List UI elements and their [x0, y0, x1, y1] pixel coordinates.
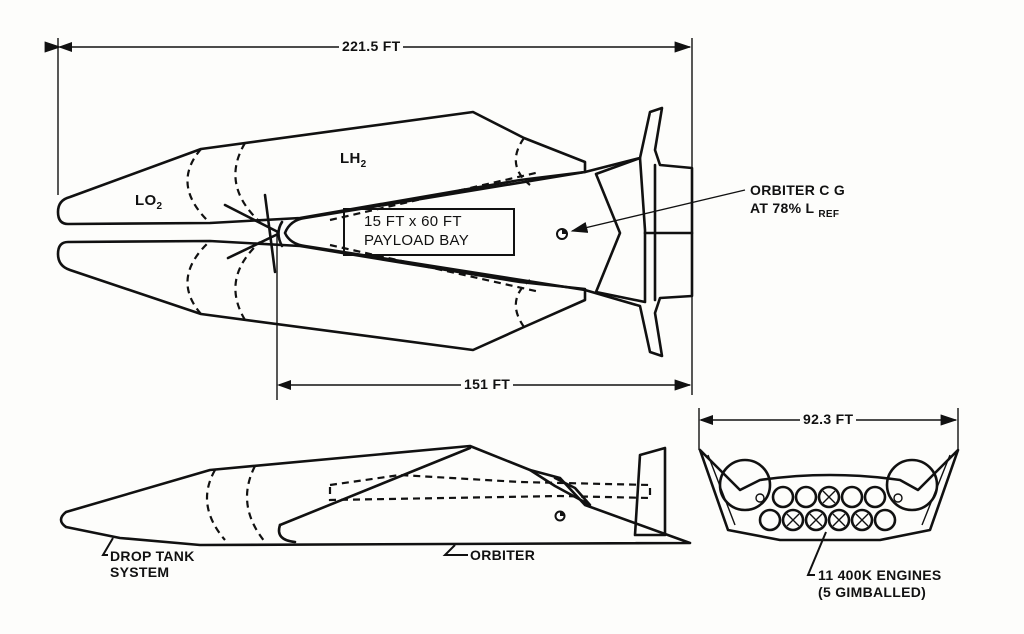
payload-line2: PAYLOAD BAY — [364, 232, 470, 249]
rear-view — [698, 408, 960, 576]
lh2-label: LH2 — [340, 150, 366, 170]
lo2-text: LO — [135, 192, 157, 209]
engines-line1: 11 400K ENGINES — [818, 567, 942, 583]
orbiter-label: ORBITER — [470, 547, 536, 563]
orbiter-top — [283, 106, 694, 358]
lo2-label: LO2 — [135, 192, 162, 212]
drop-tank-line1: DROP TANK — [110, 548, 195, 564]
top-view — [56, 106, 746, 358]
side-view — [59, 444, 692, 556]
engines-line2: (5 GIMBALLED) — [818, 584, 927, 600]
lo2-subscript: 2 — [156, 201, 163, 212]
upper-drop-tank — [56, 110, 587, 226]
span-label: 92.3 FT — [800, 411, 857, 427]
overall-length-label: 221.5 FT — [339, 38, 404, 54]
cg-line1: ORBITER C G — [750, 182, 846, 198]
lower-drop-tank — [56, 239, 587, 352]
payload-line1: 15 FT x 60 FT — [364, 213, 462, 230]
orbiter-length-dimension — [276, 232, 692, 400]
lh2-subscript: 2 — [360, 159, 367, 170]
cg-line2-text: AT 78% L — [750, 200, 815, 216]
cg-line2: AT 78% L REF — [750, 200, 839, 220]
lh2-text: LH — [340, 150, 361, 167]
cg-ref-subscript: REF — [818, 208, 840, 220]
orbiter-length-label: 151 FT — [461, 376, 514, 392]
drop-tank-line2: SYSTEM — [110, 564, 170, 580]
